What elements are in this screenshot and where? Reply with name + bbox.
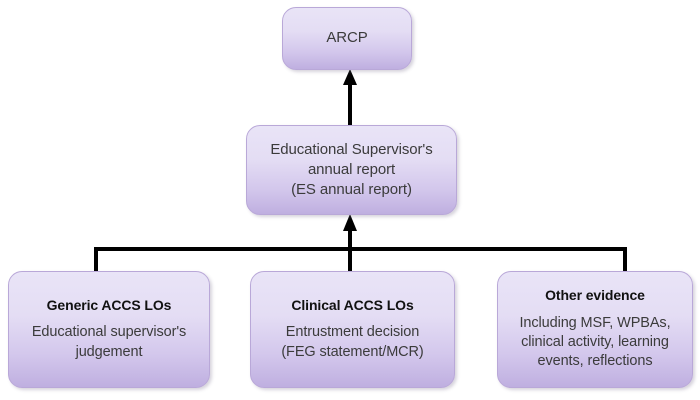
node-title: Clinical ACCS LOs <box>291 296 414 313</box>
node-body-line: ARCP <box>326 29 368 47</box>
node-title: Generic ACCS LOs <box>46 296 172 313</box>
node-body-line: annual report <box>307 160 396 178</box>
node-body: ARCP <box>326 28 367 48</box>
node-arcp[interactable]: ARCP <box>282 7 412 70</box>
node-body: Educational Supervisor's annual report (ES… <box>270 140 432 200</box>
node-body-line: events, reflections <box>537 353 653 370</box>
node-body-line: Educational supervisor's <box>31 324 187 341</box>
node-body-line: Including MSF, WPBAs, <box>519 314 671 331</box>
node-title: Other evidence <box>545 287 645 304</box>
node-body: Entrustment decision (FEG statement/MCR) <box>281 323 423 362</box>
node-body-line: Educational Supervisor's <box>270 140 433 158</box>
node-body: Including MSF, WPBAs, clinical activity, … <box>519 314 670 372</box>
node-body-line: Entrustment decision <box>285 324 420 341</box>
node-educational-supervisor-annual-report[interactable]: Educational Supervisor's annual report (ES… <box>246 125 457 215</box>
arrow-evidence-bus-to-es <box>343 214 357 251</box>
node-body-line: (FEG statement/MCR) <box>281 343 424 360</box>
node-body-line: clinical activity, learning <box>521 334 669 351</box>
arrow-es-to-arcp <box>343 69 357 125</box>
node-body-line: judgement <box>75 343 143 360</box>
node-body-line: (ES annual report) <box>291 181 412 199</box>
node-body: Educational supervisor's judgement <box>32 323 186 362</box>
